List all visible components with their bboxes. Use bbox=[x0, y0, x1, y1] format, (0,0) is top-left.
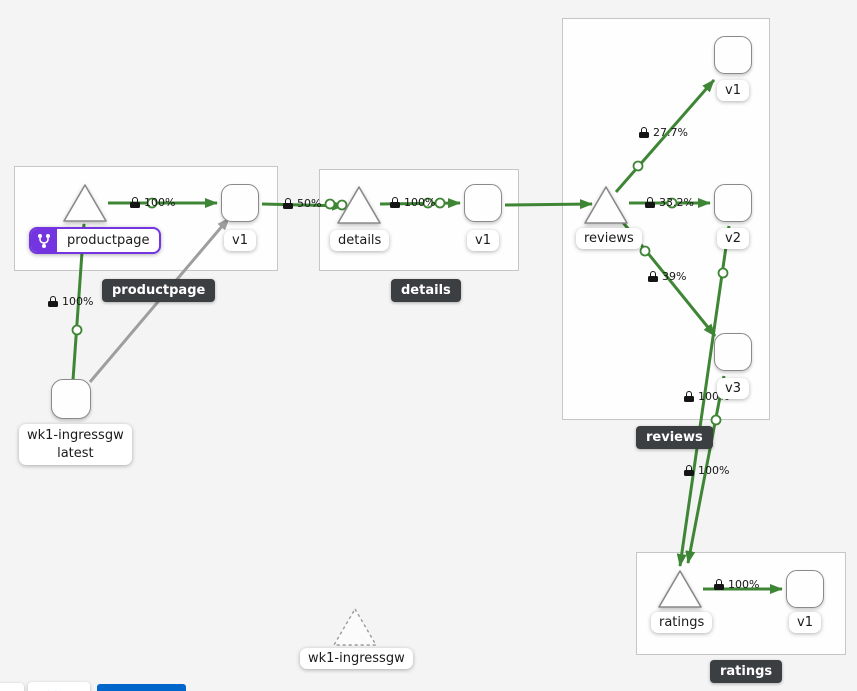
group-label-productpage: productpage bbox=[102, 279, 216, 302]
node-workload-details-v1[interactable] bbox=[464, 184, 502, 222]
waypoint-circle bbox=[639, 245, 651, 257]
ingressgw-name: wk1-ingressgw bbox=[27, 428, 124, 443]
mtls-lock-icon bbox=[639, 127, 649, 138]
group-label-reviews: reviews bbox=[636, 426, 713, 449]
mtls-lock-icon bbox=[714, 579, 724, 590]
edge-reviews-v2-to-ratings[interactable] bbox=[676, 225, 731, 567]
node-label-reviews-v2[interactable]: v2 bbox=[717, 228, 749, 249]
node-workload-reviews-v3[interactable] bbox=[714, 333, 752, 371]
node-label-ingressgw[interactable]: wk1-ingressgw latest bbox=[19, 424, 132, 466]
graph-count-chip-2: 2 bbox=[28, 682, 90, 691]
node-idle-service-ingressgw[interactable] bbox=[331, 606, 379, 652]
mtls-lock-icon bbox=[684, 465, 694, 476]
edge-reviews-to-v1[interactable] bbox=[614, 79, 716, 193]
waypoint-circle bbox=[146, 197, 158, 209]
waypoint-circle bbox=[717, 267, 729, 279]
edge-details-to-reviews[interactable] bbox=[504, 199, 593, 210]
node-service-reviews[interactable] bbox=[582, 184, 630, 230]
node-label-details[interactable]: details bbox=[330, 230, 390, 251]
node-label-reviews-v1[interactable]: v1 bbox=[717, 80, 749, 101]
edge-percent: 100% bbox=[728, 578, 760, 591]
edge-percent: 39% bbox=[662, 270, 687, 283]
node-label-productpage-v1[interactable]: v1 bbox=[224, 230, 256, 251]
edge-percent: 100% bbox=[698, 464, 730, 477]
node-workload-ingressgw[interactable] bbox=[51, 379, 91, 419]
group-label-ratings: ratings bbox=[710, 660, 783, 683]
node-label-productpage[interactable]: productpage bbox=[29, 227, 162, 254]
group-label-details: details bbox=[391, 279, 461, 302]
node-service-productpage[interactable] bbox=[61, 182, 109, 228]
node-workload-reviews-v2[interactable] bbox=[714, 184, 752, 222]
mtls-lock-icon bbox=[130, 197, 140, 208]
mtls-lock-icon bbox=[390, 197, 400, 208]
edge-label-ingress-to-productpage: 100% bbox=[48, 295, 93, 308]
node-workload-reviews-v1[interactable] bbox=[714, 36, 752, 74]
waypoint-circle bbox=[71, 324, 83, 336]
waypoint-circle bbox=[422, 197, 434, 209]
node-label-reviews-v3[interactable]: v3 bbox=[717, 378, 749, 399]
edge-percent: 33.2% bbox=[659, 196, 694, 209]
edge-percent: 100% bbox=[144, 196, 176, 209]
edge-label-productpage-to-v1: 100% bbox=[130, 196, 175, 209]
waypoint-circle bbox=[434, 197, 446, 209]
node-label-ratings[interactable]: ratings bbox=[651, 612, 713, 633]
node-label-text: productpage bbox=[67, 233, 150, 248]
node-workload-ratings-v1[interactable] bbox=[786, 570, 824, 608]
edge-percent: 100% bbox=[62, 295, 94, 308]
waypoint-circle bbox=[324, 198, 336, 210]
mtls-lock-icon bbox=[283, 198, 293, 209]
node-label-reviews[interactable]: reviews bbox=[576, 228, 642, 249]
waypoint-circle bbox=[632, 160, 644, 172]
edge-label-reviews-to-v3: 39% bbox=[648, 270, 686, 283]
waypoint-circle bbox=[710, 414, 722, 426]
node-label-idle-ingressgw[interactable]: wk1-ingressgw bbox=[300, 648, 413, 669]
waypoint-circle bbox=[666, 197, 678, 209]
graph-count-chip-1: 1 bbox=[0, 683, 24, 691]
edge-label-reviews-v3-to-ratings: 100% bbox=[684, 464, 729, 477]
edge-label-reviews-to-v1: 27.7% bbox=[639, 126, 688, 139]
code-branch-icon bbox=[38, 233, 50, 248]
mtls-lock-icon bbox=[684, 391, 694, 402]
node-workload-productpage-v1[interactable] bbox=[221, 184, 259, 222]
waypoint-circle bbox=[336, 199, 348, 211]
edge-label-ratings-to-v1: 100% bbox=[714, 578, 759, 591]
edge-label-reviews-to-v2: 33.2% bbox=[645, 196, 694, 209]
mtls-lock-icon bbox=[48, 296, 58, 307]
node-service-details[interactable] bbox=[335, 184, 383, 230]
edge-label-productpage-to-details: 50% bbox=[283, 197, 321, 210]
virtual-service-badge bbox=[31, 229, 57, 252]
edge-label-details-to-v1: 100% bbox=[390, 196, 435, 209]
edge-percent: 27.7% bbox=[653, 126, 688, 139]
node-service-ratings[interactable] bbox=[656, 568, 704, 614]
ingressgw-version: latest bbox=[57, 445, 94, 461]
edge-percent: 100% bbox=[404, 196, 436, 209]
node-label-details-v1[interactable]: v1 bbox=[467, 230, 499, 251]
node-label-ratings-v1[interactable]: v1 bbox=[789, 612, 821, 633]
edge-percent: 50% bbox=[297, 197, 322, 210]
legend-button[interactable]: Legend bbox=[97, 684, 186, 691]
mtls-lock-icon bbox=[648, 271, 658, 282]
edge-reviews-v3-to-ratings[interactable] bbox=[685, 375, 726, 564]
mtls-lock-icon bbox=[645, 197, 655, 208]
